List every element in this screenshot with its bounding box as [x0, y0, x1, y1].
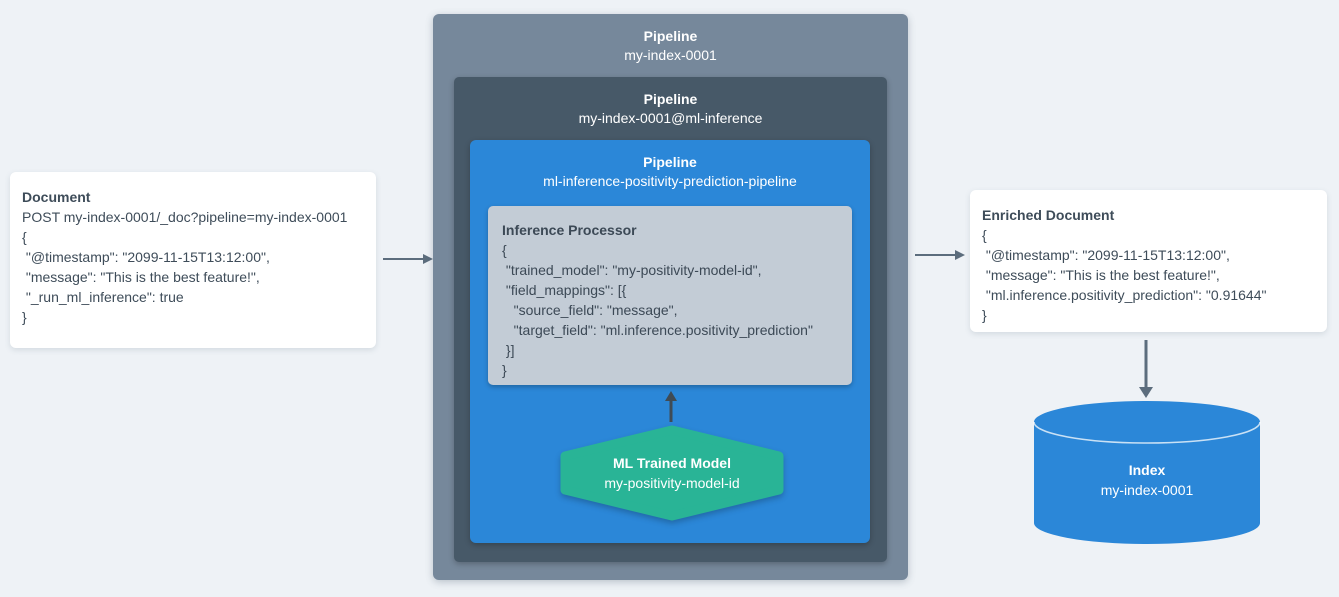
inference-processor-line: "field_mappings": [{	[502, 282, 627, 298]
document-card-line: {	[22, 229, 27, 245]
inference-pipeline-name: ml-inference-positivity-prediction-pipel…	[543, 173, 797, 189]
index-cylinder: Index my-index-0001	[1032, 398, 1262, 548]
document-card: Document POST my-index-0001/_doc?pipelin…	[10, 172, 376, 348]
enriched-document-line: {	[982, 227, 987, 243]
outer-pipeline-title: Pipeline	[643, 28, 698, 44]
enriched-document-card: Enriched Document { "@timestamp": "2099-…	[970, 190, 1327, 332]
inference-processor-line: {	[502, 242, 507, 258]
inference-pipeline-title: Pipeline	[643, 154, 697, 170]
inference-processor-line: "source_field": "message",	[502, 302, 678, 318]
inference-processor-line: }	[502, 362, 507, 378]
inference-processor-line: "target_field": "ml.inference.positivity…	[502, 322, 813, 338]
document-card-title: Document	[22, 189, 91, 205]
outer-pipeline-name: my-index-0001	[624, 47, 717, 63]
arrow-up-icon	[665, 391, 677, 422]
arrow-down-icon	[1139, 340, 1153, 398]
document-card-line: "message": "This is the best feature!",	[22, 269, 260, 285]
enriched-document-line: }	[982, 307, 987, 323]
enriched-document-line: "ml.inference.positivity_prediction": "0…	[982, 287, 1267, 303]
arrow-right-icon	[915, 250, 965, 260]
document-card-line: POST my-index-0001/_doc?pipeline=my-inde…	[22, 209, 348, 225]
inference-processor-box: Inference Processor { "trained_model": "…	[488, 206, 852, 385]
database-cylinder-icon	[1033, 401, 1261, 544]
ml-trained-model-title: ML Trained Model	[613, 455, 731, 471]
ml-inference-pipeline-box: Pipeline my-index-0001@ml-inference Pipe…	[454, 77, 887, 562]
ml-inference-pipeline-title: Pipeline	[643, 91, 698, 107]
document-card-line: "@timestamp": "2099-11-15T13:12:00",	[22, 249, 270, 265]
outer-pipeline-box: Pipeline my-index-0001 Pipeline my-index…	[433, 14, 908, 580]
index-title: Index	[1128, 462, 1166, 478]
hexagon-shape-icon	[560, 425, 784, 521]
enriched-document-line: "message": "This is the best feature!",	[982, 267, 1220, 283]
inference-processor-line: "trained_model": "my-positivity-model-id…	[502, 262, 762, 278]
enriched-document-title: Enriched Document	[982, 207, 1115, 223]
arrow-right-icon	[383, 254, 433, 264]
ml-inference-pipeline-name: my-index-0001@ml-inference	[578, 110, 763, 126]
ml-trained-model-name: my-positivity-model-id	[604, 475, 740, 491]
inference-processor-title: Inference Processor	[502, 222, 637, 238]
inference-pipeline-box: Pipeline ml-inference-positivity-predict…	[470, 140, 870, 543]
document-card-line: "_run_ml_inference": true	[22, 289, 184, 305]
ml-trained-model-hexagon: ML Trained Model my-positivity-model-id	[560, 425, 784, 521]
index-name: my-index-0001	[1100, 482, 1194, 498]
inference-processor-line: }]	[502, 342, 515, 358]
document-card-line: }	[22, 309, 27, 325]
enriched-document-line: "@timestamp": "2099-11-15T13:12:00",	[982, 247, 1230, 263]
